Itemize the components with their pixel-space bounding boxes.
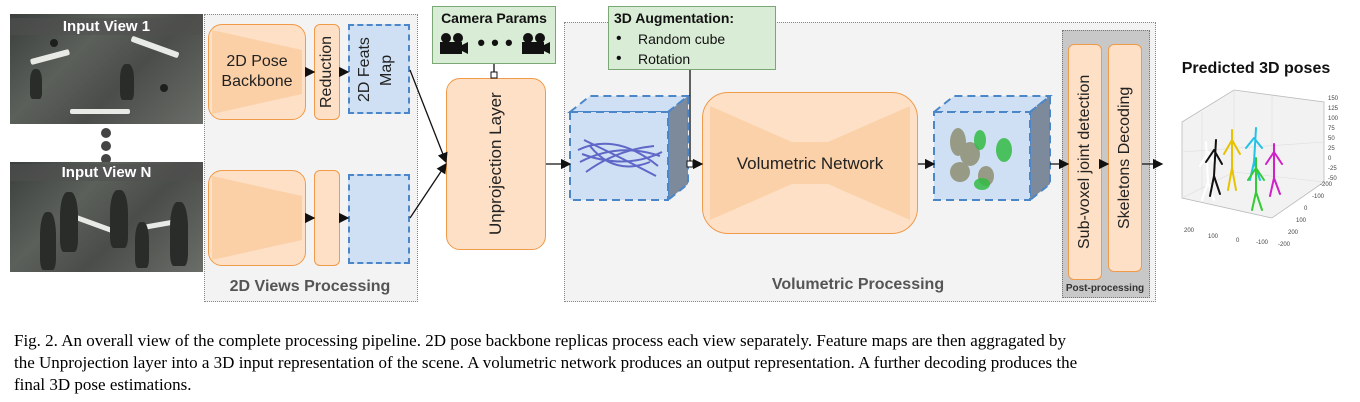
ellipsis-dot [101,128,111,138]
z-tick: 125 [1328,106,1339,112]
volumetric-processing-label: Volumetric Processing [771,276,945,293]
caption-line: Fig. 2. An overall view of the complete … [14,331,1067,350]
z-tick: 100 [1328,116,1339,122]
pose-green [1247,157,1265,211]
x-tick: -100 [1256,240,1269,246]
input-view-n-label: Input View N [10,164,203,181]
augmentation-title: 3D Augmentation: [614,10,735,26]
ellipsis-dot [101,154,111,164]
x-tick: 100 [1208,234,1219,240]
x-tick: -200 [1278,242,1291,248]
y-tick: 200 [1288,230,1299,236]
x-tick: 200 [1184,228,1195,234]
augmentation-bullet: • [616,30,622,47]
y-tick: 0 [1304,206,1308,212]
unprojection-layer-block [446,78,546,250]
z-tick: 25 [1328,146,1335,152]
x-tick: 0 [1236,238,1240,244]
input-volume-cube [567,93,691,203]
pose-black [1205,139,1223,197]
camera-dots: • • • [477,30,513,55]
volumetric-network-hourglass [710,106,910,220]
augmentation-item: Random cube [638,31,726,47]
input-view-1-photo: Input View 1 [10,14,203,124]
predicted-poses-plot: 150 125 100 75 50 25 0 -25 -50 -200 -100… [1181,89,1339,248]
z-tick: 150 [1328,96,1339,102]
input-view-n-photo: Input View N [10,162,203,272]
backbone-trapezoid [212,30,302,114]
input-view-1-label: Input View 1 [10,18,203,35]
figure-caption: Fig. 2. An overall view of the complete … [14,330,1350,396]
camera-params-box [432,6,556,64]
pose-yellow [1223,129,1241,191]
views-processing-label: 2D Views Processing [229,278,391,295]
backbone-label: 2D Pose Backbone [221,53,293,90]
z-tick: -50 [1328,176,1337,182]
y-tick: -100 [1312,194,1325,200]
skeleton-decoding-block [1108,44,1142,272]
output-volume-cube [931,93,1053,203]
camera-params-title: Camera Params [441,10,547,26]
y-tick: 100 [1296,218,1307,224]
pose-cyan [1245,127,1263,181]
camera-icons [440,33,550,54]
caption-line: the Unprojection layer into a 3D input r… [14,353,1078,372]
augmentation-item: Rotation [638,51,691,67]
z-tick: -25 [1328,166,1337,172]
volumetric-network-label: Volumetric Network [736,154,884,173]
ellipsis-dot [101,141,111,151]
z-tick: 75 [1328,126,1335,132]
augmentation-box [608,6,776,70]
pose-magenta [1265,143,1283,197]
augmentation-bullet: • [616,50,622,67]
camera-icon [440,33,468,54]
backbone-trapezoid-n [212,176,302,260]
feats-map-block [348,24,410,114]
caption-line: final 3D pose estimations. [14,375,192,394]
predicted-poses-title: Predicted 3D poses [1181,60,1331,77]
post-processing-label: Post-processing [1065,283,1145,294]
y-tick: -200 [1320,182,1333,188]
camera-icon [522,33,550,54]
z-tick: 0 [1328,156,1332,162]
z-tick: 50 [1328,136,1335,142]
